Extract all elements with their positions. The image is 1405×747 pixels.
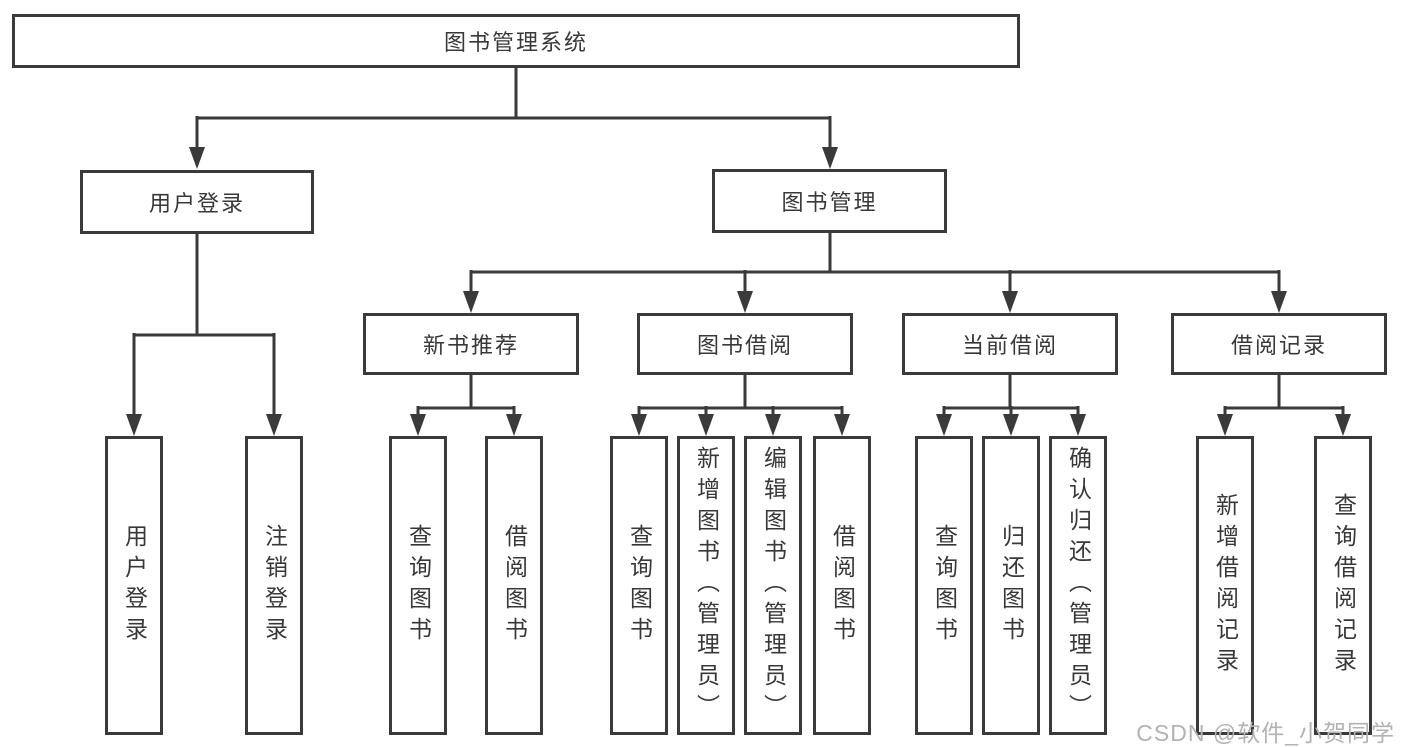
leaf-borrow-books: 借阅图书	[813, 436, 871, 735]
node-borrow-records-label: 借阅记录	[1230, 333, 1327, 358]
node-new-book-recommend: 新书推荐	[363, 313, 579, 375]
leaf-user-login: 用户登录	[105, 436, 163, 735]
leaf-add-borrow-record-label: 新增借阅记录	[1212, 492, 1239, 679]
leaf-return-books: 归还图书	[982, 436, 1040, 735]
leaf-user-login-label: 用户登录	[121, 523, 148, 648]
leaf-edit-books-admin: 编辑图书（管理员）	[744, 436, 802, 735]
leaf-query-books-current: 查询图书	[915, 436, 973, 735]
node-root-label: 图书管理系统	[443, 30, 588, 55]
leaf-query-books-current-label: 查询图书	[931, 523, 958, 648]
leaf-query-books-recommend-label: 查询图书	[405, 523, 432, 648]
node-book-management-label: 图书管理	[781, 190, 878, 215]
node-current-borrow-label: 当前借阅	[961, 333, 1058, 358]
leaf-query-borrow-record-label: 查询借阅记录	[1330, 492, 1357, 679]
node-user-login-label: 用户登录	[148, 191, 245, 216]
csdn-watermark: CSDN @软件_小贺同学	[1136, 720, 1395, 746]
leaf-query-borrow-record: 查询借阅记录	[1314, 436, 1372, 735]
arrowheads	[126, 147, 1351, 436]
leaf-add-books-admin: 新增图书（管理员）	[677, 436, 735, 735]
leaf-query-books-borrow: 查询图书	[610, 436, 668, 735]
leaf-logout-label: 注销登录	[261, 523, 288, 648]
leaf-borrow-books-recommend-label: 借阅图书	[501, 523, 528, 648]
node-book-borrow-label: 图书借阅	[696, 333, 793, 358]
leaf-borrow-books-label: 借阅图书	[829, 523, 856, 648]
node-book-management: 图书管理	[712, 169, 947, 233]
leaf-add-books-admin-label: 新增图书（管理员）	[693, 446, 720, 725]
node-new-book-recommend-label: 新书推荐	[422, 333, 519, 358]
leaf-query-books-borrow-label: 查询图书	[626, 523, 653, 648]
leaf-add-borrow-record: 新增借阅记录	[1196, 436, 1254, 735]
node-book-borrow: 图书借阅	[637, 313, 853, 375]
leaf-return-books-label: 归还图书	[998, 523, 1025, 648]
leaf-logout: 注销登录	[245, 436, 303, 735]
leaf-query-books-recommend: 查询图书	[389, 436, 447, 735]
leaf-confirm-return-admin-label: 确认归还（管理员）	[1065, 446, 1092, 725]
node-current-borrow: 当前借阅	[902, 313, 1118, 375]
leaf-borrow-books-recommend: 借阅图书	[485, 436, 543, 735]
leaf-confirm-return-admin: 确认归还（管理员）	[1049, 436, 1107, 735]
node-borrow-records: 借阅记录	[1171, 313, 1387, 375]
node-root: 图书管理系统	[12, 14, 1020, 68]
node-user-login: 用户登录	[80, 170, 314, 234]
leaf-edit-books-admin-label: 编辑图书（管理员）	[760, 446, 787, 725]
